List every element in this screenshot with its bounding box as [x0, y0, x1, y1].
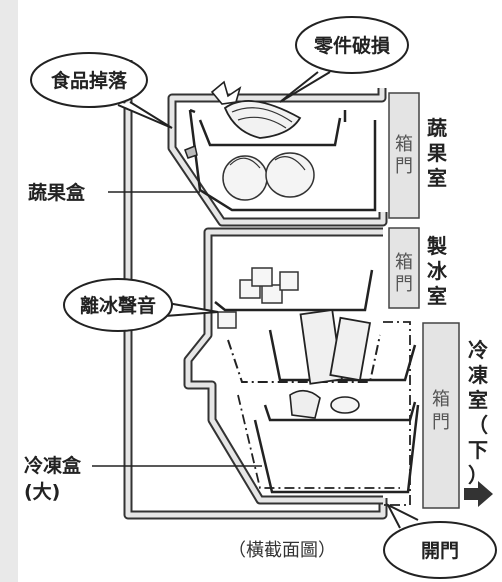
parts-damaged-callout: 零件破損: [279, 16, 409, 103]
ice-door: 箱 門: [388, 227, 420, 309]
veg-room-char-3: 室: [427, 166, 447, 190]
food-falls-label: 食品掉落: [51, 69, 128, 92]
freezer-room-char-4: （: [468, 413, 488, 437]
frozen-food-icon: [289, 308, 372, 419]
freezer-room-char-3: 室: [468, 388, 488, 412]
veg-box-drawer: [184, 108, 377, 212]
freezer-large-box: [237, 394, 420, 494]
ice-tray: [214, 267, 374, 329]
freezer-room-char-1: 冷: [468, 338, 488, 362]
veg-box-label: 蔬果盒: [28, 181, 86, 204]
freezer-door-char-2: 門: [432, 412, 450, 433]
veg-door-char-1: 箱: [395, 134, 413, 155]
veg-room-char-1: 蔬: [427, 116, 447, 140]
ice-room-char-1: 製: [427, 234, 447, 258]
vegetables-icon: [222, 152, 315, 201]
open-door-callout: 開門: [383, 502, 497, 579]
open-arrow-icon: [464, 481, 493, 507]
parts-damaged-label: 零件破損: [313, 34, 391, 57]
freezer-room-char-5: 下: [468, 438, 488, 462]
ice-room-label: 製 冰 室: [427, 234, 448, 308]
freezer-room-char-2: 凍: [468, 363, 489, 387]
veg-box-label-group: 蔬果盒: [28, 181, 200, 204]
open-door-label: 開門: [421, 540, 459, 562]
ice-room-char-3: 室: [427, 284, 447, 308]
ice-door-char-1: 箱: [395, 252, 413, 273]
freezer-room-label: 冷 凍 室 （ 下 ）: [468, 338, 489, 487]
freezer-open-outline: [383, 321, 411, 506]
veg-door: 箱 門: [388, 92, 420, 219]
damaged-food-icon: [210, 80, 302, 139]
veg-room-label: 蔬 果 室: [427, 116, 447, 190]
veg-compartment-wall: [167, 88, 388, 227]
veg-room-char-2: 果: [427, 141, 447, 165]
left-margin-strip: [0, 0, 18, 582]
veg-door-char-2: 門: [395, 156, 413, 177]
caption: （橫截面圖）: [228, 540, 336, 561]
ice-noise-label: 離冰聲音: [80, 294, 156, 317]
freezer-room-char-6: ）: [468, 463, 488, 487]
freezer-door: 箱 門: [422, 322, 460, 509]
freezer-compartment-wall: [183, 227, 383, 505]
ice-noise-callout: 離冰聲音: [63, 278, 219, 332]
freezer-box-label-line1: 冷凍盒: [24, 454, 82, 477]
freezer-box-label-group: 冷凍盒 (大): [24, 454, 262, 503]
ice-door-char-2: 門: [395, 274, 413, 295]
ice-room-char-2: 冰: [427, 259, 448, 283]
freezer-box-label-line2: (大): [24, 480, 60, 503]
freezer-door-char-1: 箱: [432, 389, 450, 410]
food-falls-callout: 食品掉落: [30, 52, 173, 129]
